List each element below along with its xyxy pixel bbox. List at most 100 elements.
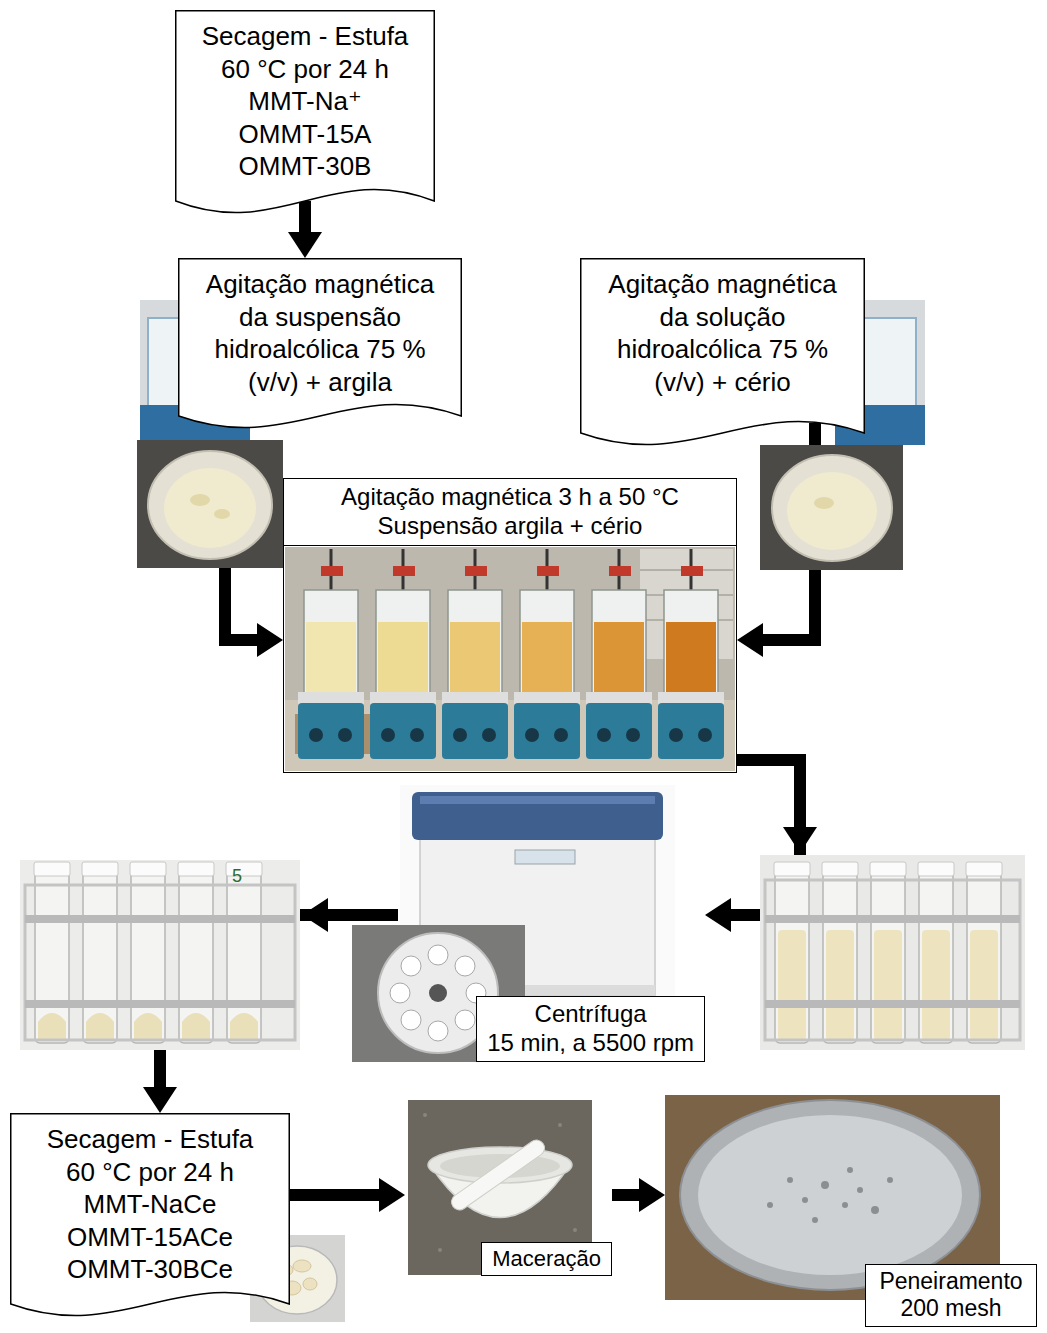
tube-rack-photo	[226, 862, 262, 1043]
mortar-photo	[448, 1137, 547, 1213]
node-text: MMT-NaCe	[38, 1188, 263, 1221]
tube-rack-photo	[774, 862, 810, 1043]
rotor-photo	[429, 984, 447, 1002]
photo-panel: Maceração	[405, 1098, 612, 1276]
node-text: Agitação magnética da suspensão hidroalc…	[200, 268, 440, 398]
node-text: Secagem - Estufa 60 °C por 24 h	[38, 1123, 263, 1188]
stirrer-bench-photo	[658, 549, 724, 759]
node-text: 15 min, a 5500 rpm	[487, 1029, 694, 1058]
suspension-photo	[214, 509, 230, 519]
centrifuge-photo	[515, 850, 575, 864]
document-box: Secagem - Estufa 60 °C por 24 hMMT-NaCeO…	[10, 1113, 290, 1324]
tube-rack-photo	[765, 915, 1020, 923]
dish-photo	[293, 1260, 311, 1272]
node-text: Maceração	[492, 1246, 601, 1272]
arrow-head	[379, 1178, 405, 1212]
rotor-photo	[455, 956, 475, 976]
node-text: OMMT-15A	[193, 118, 418, 151]
suspension-photo	[137, 440, 283, 568]
node-text: Centrífuga	[487, 1000, 694, 1029]
sieve-photo	[857, 1187, 863, 1193]
sieve-photo	[802, 1197, 808, 1203]
node-text: Secagem - Estufa 60 °C por 24 h	[193, 20, 418, 85]
photo-panel: Peneiramento 200 mesh	[665, 1093, 1037, 1327]
rotor-photo	[455, 1010, 475, 1030]
text-area: Agitação magnética 3 h a 50 °CSuspensão …	[284, 479, 736, 546]
document-box: Agitação magnética da suspensão hidroalc…	[178, 258, 462, 436]
node-text: Agitação magnética da solução hidroalcól…	[603, 268, 843, 398]
tube-rack-photo	[25, 885, 295, 1040]
document-box: Agitação magnética da solução hidroalcól…	[580, 258, 865, 453]
process-box: Agitação magnética 3 h a 50 °CSuspensão …	[283, 478, 737, 773]
node-text: Agitação magnética 3 h a 50 °C	[290, 483, 730, 512]
tube-rack-photo	[765, 880, 1020, 1040]
dish-photo	[303, 1278, 317, 1290]
node-text: OMMT-15ACe	[38, 1221, 263, 1254]
centrifuge-photo	[420, 796, 655, 804]
node-text: OMMT-30BCe	[38, 1253, 263, 1286]
sieve-photo	[847, 1167, 853, 1173]
tube-rack-photo	[34, 862, 70, 1043]
photo-panel: Centrífuga15 min, a 5500 rpm	[398, 785, 705, 1062]
rotor-photo	[401, 1010, 421, 1030]
tube-rack-photo	[82, 862, 118, 1043]
solution-photo	[760, 445, 903, 570]
rotor-photo	[401, 956, 421, 976]
tube-rack-photo	[966, 862, 1002, 1043]
sieve-photo	[812, 1217, 818, 1223]
sieve-photo	[842, 1202, 848, 1208]
rotor-photo	[428, 1021, 448, 1041]
rotor-photo	[390, 983, 410, 1003]
sieve-photo	[787, 1177, 793, 1183]
tube-rack-photo	[918, 862, 954, 1043]
text-area: Peneiramento 200 mesh	[865, 1264, 1037, 1327]
centrifuge-photo	[412, 792, 663, 840]
solution-photo	[787, 472, 877, 550]
tube-rack-photo	[822, 862, 858, 1043]
stirrer-bench-photo	[522, 622, 572, 692]
arrow-head	[737, 623, 763, 657]
stirrer-bench-photo	[370, 549, 436, 759]
solution-photo	[814, 497, 834, 509]
mortar-photo	[438, 1248, 442, 1252]
arrow-head	[705, 898, 731, 932]
suspension-photo	[190, 494, 210, 506]
node-text: OMMT-30B	[193, 150, 418, 183]
mortar-photo	[423, 1113, 427, 1117]
flow-arrow	[290, 1178, 405, 1212]
arrow-head	[288, 232, 322, 258]
arrow-shaft	[290, 1189, 381, 1201]
stirrer-bench-photo	[298, 549, 364, 759]
suspension-photo	[148, 451, 272, 559]
sieve-photo	[767, 1202, 773, 1208]
document-outline	[176, 11, 435, 213]
stirrer-bench-photo	[666, 622, 716, 692]
flow-arrow	[612, 1178, 665, 1212]
marker-label: 5	[232, 866, 242, 887]
stirrer-bench-photo	[378, 622, 428, 692]
stirrer-bench-photo	[450, 622, 500, 692]
tube-rack-photo	[20, 860, 300, 1050]
stirrer-bench-photo	[306, 622, 356, 692]
tube-rack-photo	[130, 862, 166, 1043]
flow-arrow	[288, 201, 322, 258]
arrow-head	[302, 898, 328, 932]
rotor-photo	[428, 945, 448, 965]
arrow-head	[257, 623, 283, 657]
arrow-shaft	[612, 1189, 641, 1201]
sieve-photo	[698, 1115, 962, 1275]
tube-rack-photo	[760, 855, 1025, 1050]
solution-photo	[772, 455, 892, 561]
tube-rack-photo	[870, 862, 906, 1043]
stirrer-bench-photo	[594, 622, 644, 692]
sieve-photo	[821, 1181, 829, 1189]
stirrer-bench-photo	[285, 547, 735, 771]
text-area: Secagem - Estufa 60 °C por 24 hMMT-Na⁺OM…	[175, 10, 435, 221]
tube-rack-photo	[178, 862, 214, 1043]
mortar-photo	[573, 1228, 577, 1232]
text-area: Centrífuga15 min, a 5500 rpm	[476, 996, 705, 1062]
stirrer-bench-photo	[586, 549, 652, 759]
sieve-photo	[871, 1206, 879, 1214]
tube-rack-photo	[25, 915, 295, 923]
text-area: Secagem - Estufa 60 °C por 24 hMMT-NaCeO…	[10, 1113, 290, 1324]
